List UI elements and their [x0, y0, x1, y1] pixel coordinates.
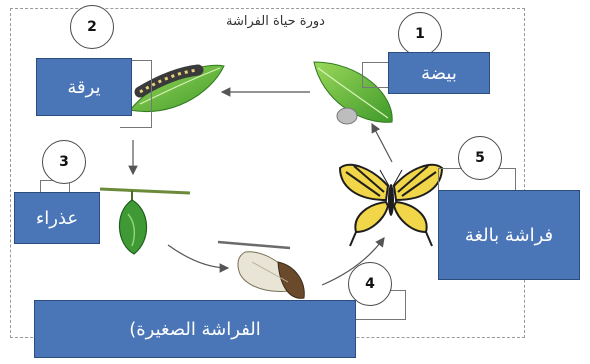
green-chrysalis-illustration: [99, 187, 191, 255]
stage-number-3: 3: [42, 140, 86, 184]
stage-label-larva: يرقة: [36, 58, 132, 116]
emerging-butterfly-illustration: [217, 240, 305, 299]
stage-label-pupa: عذراء: [14, 192, 100, 244]
bracket-stage-1: [362, 62, 398, 88]
diagram-title: دورة حياة الفراشة: [226, 14, 325, 29]
bracket-stage-2: [120, 60, 152, 128]
stage-number-1: 1: [398, 12, 442, 56]
stage-number-4: 4: [348, 262, 392, 306]
stage-label-adult-butterfly: فراشة بالغة: [438, 190, 580, 280]
caterpillar-on-leaf-illustration: [129, 64, 225, 112]
stage-label-young-butterfly: الفراشة الصغيرة): [34, 300, 356, 358]
stage-number-5: 5: [458, 136, 502, 180]
stage-label-egg: بيضة: [388, 52, 490, 94]
stage-number-2: 2: [70, 5, 114, 49]
adult-swallowtail-butterfly-illustration: [338, 163, 444, 247]
egg-on-leaf-illustration: [313, 61, 393, 125]
